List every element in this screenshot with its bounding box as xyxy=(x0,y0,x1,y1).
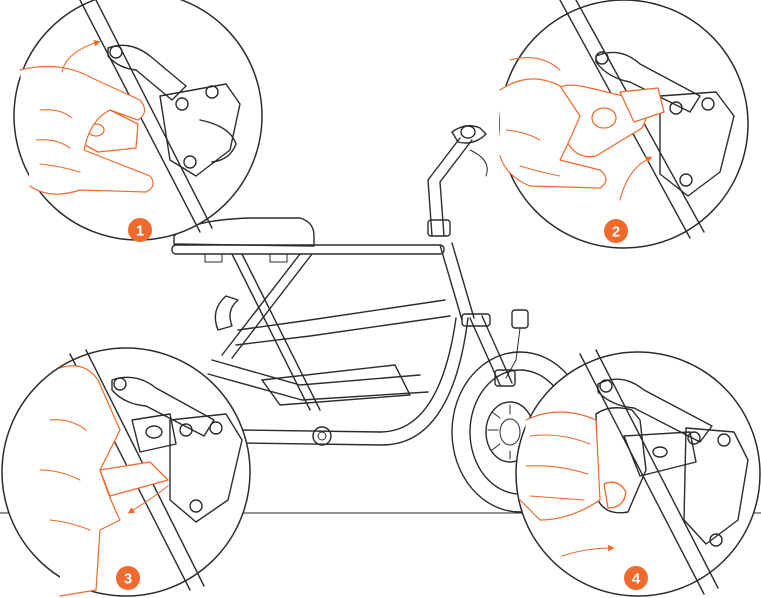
seat-tube xyxy=(232,254,320,410)
detail-step-2: 2 xyxy=(500,0,748,248)
step-number-1: 1 xyxy=(136,223,144,240)
handlebar-end xyxy=(461,126,475,138)
seat-stay xyxy=(222,254,312,358)
step-number-2: 2 xyxy=(612,224,620,241)
latch-slot-2 xyxy=(592,108,616,128)
step-number-3: 3 xyxy=(124,571,132,588)
headlight xyxy=(512,310,528,328)
battery-pack xyxy=(262,365,410,405)
step-number-4: 4 xyxy=(632,571,641,588)
head-tube xyxy=(440,243,474,320)
handlebar-grip xyxy=(452,126,486,143)
detail-step-1: 1 xyxy=(14,0,262,242)
detail-step-4: 4 xyxy=(516,350,760,596)
bottom-bracket-axle xyxy=(318,432,326,440)
bottom-bracket xyxy=(313,427,331,445)
detail-step-3: 3 xyxy=(2,348,250,596)
kickstand-clip xyxy=(215,296,238,330)
brake-cable xyxy=(470,150,487,176)
